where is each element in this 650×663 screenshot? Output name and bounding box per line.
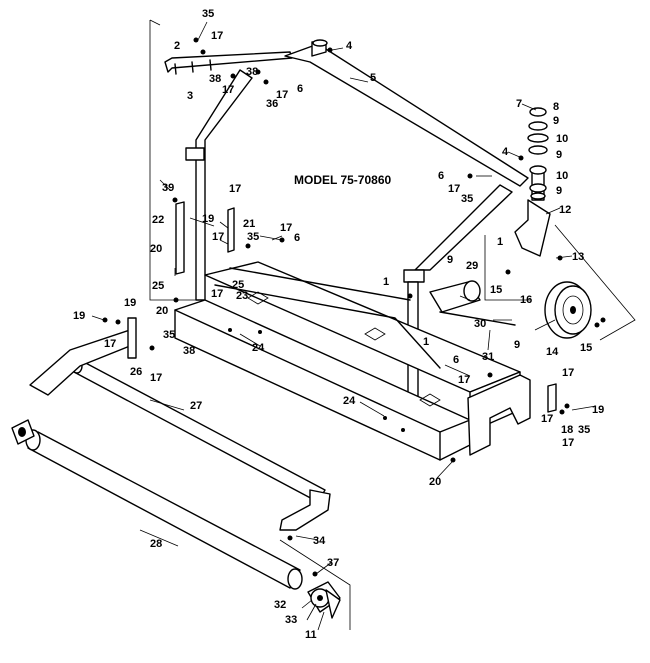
part-callout: 26 [130, 366, 142, 378]
part-callout: 23 [236, 290, 248, 302]
part-callout: 38 [246, 66, 258, 78]
part-callout: 24 [252, 342, 265, 354]
frame-drawing [11, 19, 636, 631]
part-callout: 11 [305, 629, 317, 641]
part-callout: 2 [174, 40, 180, 52]
part-callout: 14 [546, 346, 559, 358]
part-callout: 10 [556, 133, 568, 145]
part-callout: 20 [156, 305, 168, 317]
part-callout: 16 [520, 294, 532, 306]
part-callout: 19 [592, 404, 604, 416]
part-callout: 15 [490, 284, 502, 296]
part-callout: 25 [232, 279, 244, 291]
part-callout: 35 [163, 329, 175, 341]
part-callout: 35 [578, 424, 590, 436]
part-callout: 24 [343, 395, 356, 407]
part-callout: 6 [453, 354, 459, 366]
part-callout: 17 [541, 413, 553, 425]
part-callout: 4 [346, 40, 353, 52]
part-callouts: 35 2 17 4 3 38 38 17 36 17 6 5 7 8 9 10 … [73, 8, 604, 641]
part-callout: 17 [448, 183, 460, 195]
part-callout: 19 [124, 297, 136, 309]
part-callout: 21 [243, 218, 255, 230]
part-callout: 19 [202, 213, 214, 225]
part-callout: 31 [482, 351, 494, 363]
part-callout: 38 [209, 73, 221, 85]
part-callout: 35 [461, 193, 473, 205]
part-callout: 1 [383, 276, 389, 288]
part-callout: 9 [556, 185, 562, 197]
part-callout: 17 [458, 374, 470, 386]
part-callout: 1 [497, 236, 503, 248]
part-callout: 27 [190, 400, 202, 412]
part-callout: 28 [150, 538, 162, 550]
part-callout: 17 [229, 183, 241, 195]
part-callout: 37 [327, 557, 339, 569]
part-callout: 20 [150, 243, 162, 255]
part-callout: 30 [474, 318, 486, 330]
part-callout: 6 [297, 83, 303, 95]
model-title: MODEL 75-70860 [294, 173, 391, 187]
part-callout: 35 [202, 8, 214, 20]
part-callout: 17 [104, 338, 116, 350]
part-callout: 5 [370, 72, 376, 84]
part-callout: 15 [580, 342, 592, 354]
part-callout: 10 [556, 170, 568, 182]
part-callout: 32 [274, 599, 286, 611]
part-callout: 12 [559, 204, 571, 216]
part-callout: 9 [447, 254, 453, 266]
part-callout: 39 [162, 182, 174, 194]
part-callout: 25 [152, 280, 164, 292]
part-callout: 29 [466, 260, 478, 272]
part-callout: 17 [280, 222, 292, 234]
part-callout: 33 [285, 614, 297, 626]
part-callout: 20 [429, 476, 441, 488]
part-callout: 6 [438, 170, 444, 182]
part-callout: 1 [423, 336, 429, 348]
part-callout: 4 [502, 146, 509, 158]
part-callout: 6 [294, 232, 300, 244]
part-callout: 9 [553, 115, 559, 127]
part-callout: 8 [553, 101, 559, 113]
part-callout: 17 [222, 84, 234, 96]
leader-lines [91, 21, 597, 631]
part-callout: 3 [187, 90, 193, 102]
part-callout: 36 [266, 98, 278, 110]
part-callout: 13 [572, 251, 584, 263]
part-callout: 18 [561, 424, 573, 436]
part-callout: 22 [152, 214, 164, 226]
part-callout: 17 [211, 288, 223, 300]
part-callout: 38 [183, 345, 195, 357]
part-callout: 17 [562, 437, 574, 449]
part-callout: 17 [276, 89, 288, 101]
part-callout: 9 [556, 149, 562, 161]
part-callout: 19 [73, 310, 85, 322]
hardware-marks [102, 37, 606, 577]
part-callout: 34 [313, 535, 326, 547]
part-callout: 35 [247, 231, 259, 243]
part-callout: 17 [211, 30, 223, 42]
part-callout: 17 [150, 372, 162, 384]
part-callout: 17 [212, 231, 224, 243]
part-callout: 9 [514, 339, 520, 351]
part-callout: 17 [562, 367, 574, 379]
part-callout: 7 [516, 98, 522, 110]
